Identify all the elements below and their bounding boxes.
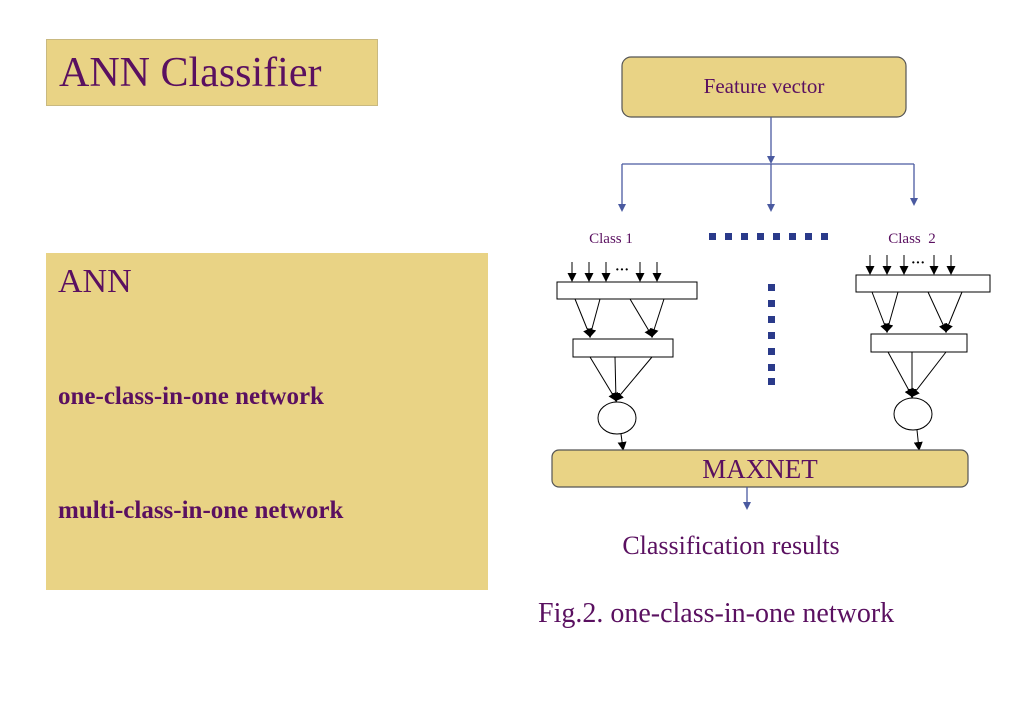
maxnet-label: MAXNET <box>702 454 818 484</box>
class-1-network <box>556 262 698 451</box>
class-2-label: Class 2 <box>888 231 936 247</box>
maxnet-node: MAXNET <box>551 449 969 488</box>
feature-vector-node: Feature vector <box>621 56 907 118</box>
content-item-multi-class: multi-class-in-one network <box>58 497 344 524</box>
slide-title-text: ANN Classifier <box>59 50 322 96</box>
distribution-arrows <box>618 117 918 212</box>
horizontal-dots <box>709 233 828 240</box>
classification-results-label: Classification results <box>622 531 839 560</box>
class-1-input-ellipsis: ··· <box>615 263 629 278</box>
content-item-one-class: one-class-in-one network <box>58 383 324 410</box>
feature-vector-label: Feature vector <box>704 74 825 98</box>
figure-caption: Fig.2. one-class-in-one network <box>538 598 895 629</box>
content-panel: ANN one-class-in-one network multi-class… <box>46 253 488 590</box>
class-2-input-ellipsis: ··· <box>911 256 925 271</box>
slide-title: ANN Classifier <box>46 39 378 106</box>
content-heading: ANN <box>58 263 132 300</box>
class-2-network <box>855 255 991 451</box>
class-1-label: Class 1 <box>589 231 633 247</box>
vertical-dots <box>768 284 775 385</box>
